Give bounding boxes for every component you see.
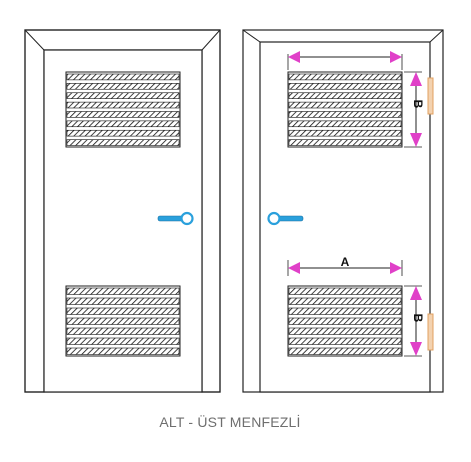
louver-slat	[288, 92, 402, 99]
louver-slat	[288, 347, 402, 355]
louver-slat	[66, 111, 180, 118]
dimension-label-b-top: B	[411, 100, 425, 109]
louver-slat	[66, 327, 180, 335]
louver-slat	[66, 101, 180, 109]
louver-slat	[288, 73, 402, 81]
dimension-label-a: A	[341, 255, 350, 269]
louver-slat	[66, 287, 180, 295]
dimension-label-b-bottom: B	[411, 314, 425, 323]
louver-slat	[66, 347, 180, 355]
louver-slat	[66, 83, 180, 90]
louver-slat	[66, 337, 180, 345]
louver-slat	[288, 129, 402, 137]
louver-slat	[66, 297, 180, 305]
top-hinge-icon	[427, 77, 434, 115]
left-door-handle-icon	[157, 211, 194, 226]
louver-slat	[66, 317, 180, 325]
right-top-louver	[287, 71, 403, 148]
louver-slat	[288, 317, 402, 325]
right-bottom-louver	[287, 285, 403, 357]
right-door-handle-icon	[267, 211, 304, 226]
louver-slat	[288, 120, 402, 128]
left-door	[24, 29, 221, 393]
louver-slat	[288, 287, 402, 295]
louver-slat	[288, 337, 402, 345]
louver-slat	[66, 307, 180, 315]
bottom-hinge-icon	[427, 313, 434, 351]
top-width-dimension	[287, 51, 403, 70]
top-height-dimension: B	[404, 71, 425, 148]
louver-slat	[288, 297, 402, 305]
right-door: A B B	[242, 29, 444, 393]
louver-slat	[66, 120, 180, 128]
louver-slat	[288, 101, 402, 109]
louver-slat	[288, 139, 402, 146]
louver-slat	[66, 92, 180, 99]
louver-slat	[288, 327, 402, 335]
bottom-height-dimension: B	[404, 285, 425, 357]
bottom-width-dimension: A	[287, 255, 403, 276]
louver-slat	[288, 307, 402, 315]
left-bottom-louver	[65, 285, 181, 357]
louver-slat	[288, 83, 402, 90]
louver-slat	[66, 73, 180, 81]
louver-slat	[66, 129, 180, 137]
left-top-louver	[65, 71, 181, 148]
louver-slat	[66, 139, 180, 146]
louver-slat	[288, 111, 402, 118]
diagram-caption: ALT - ÜST MENFEZLİ	[159, 414, 301, 430]
